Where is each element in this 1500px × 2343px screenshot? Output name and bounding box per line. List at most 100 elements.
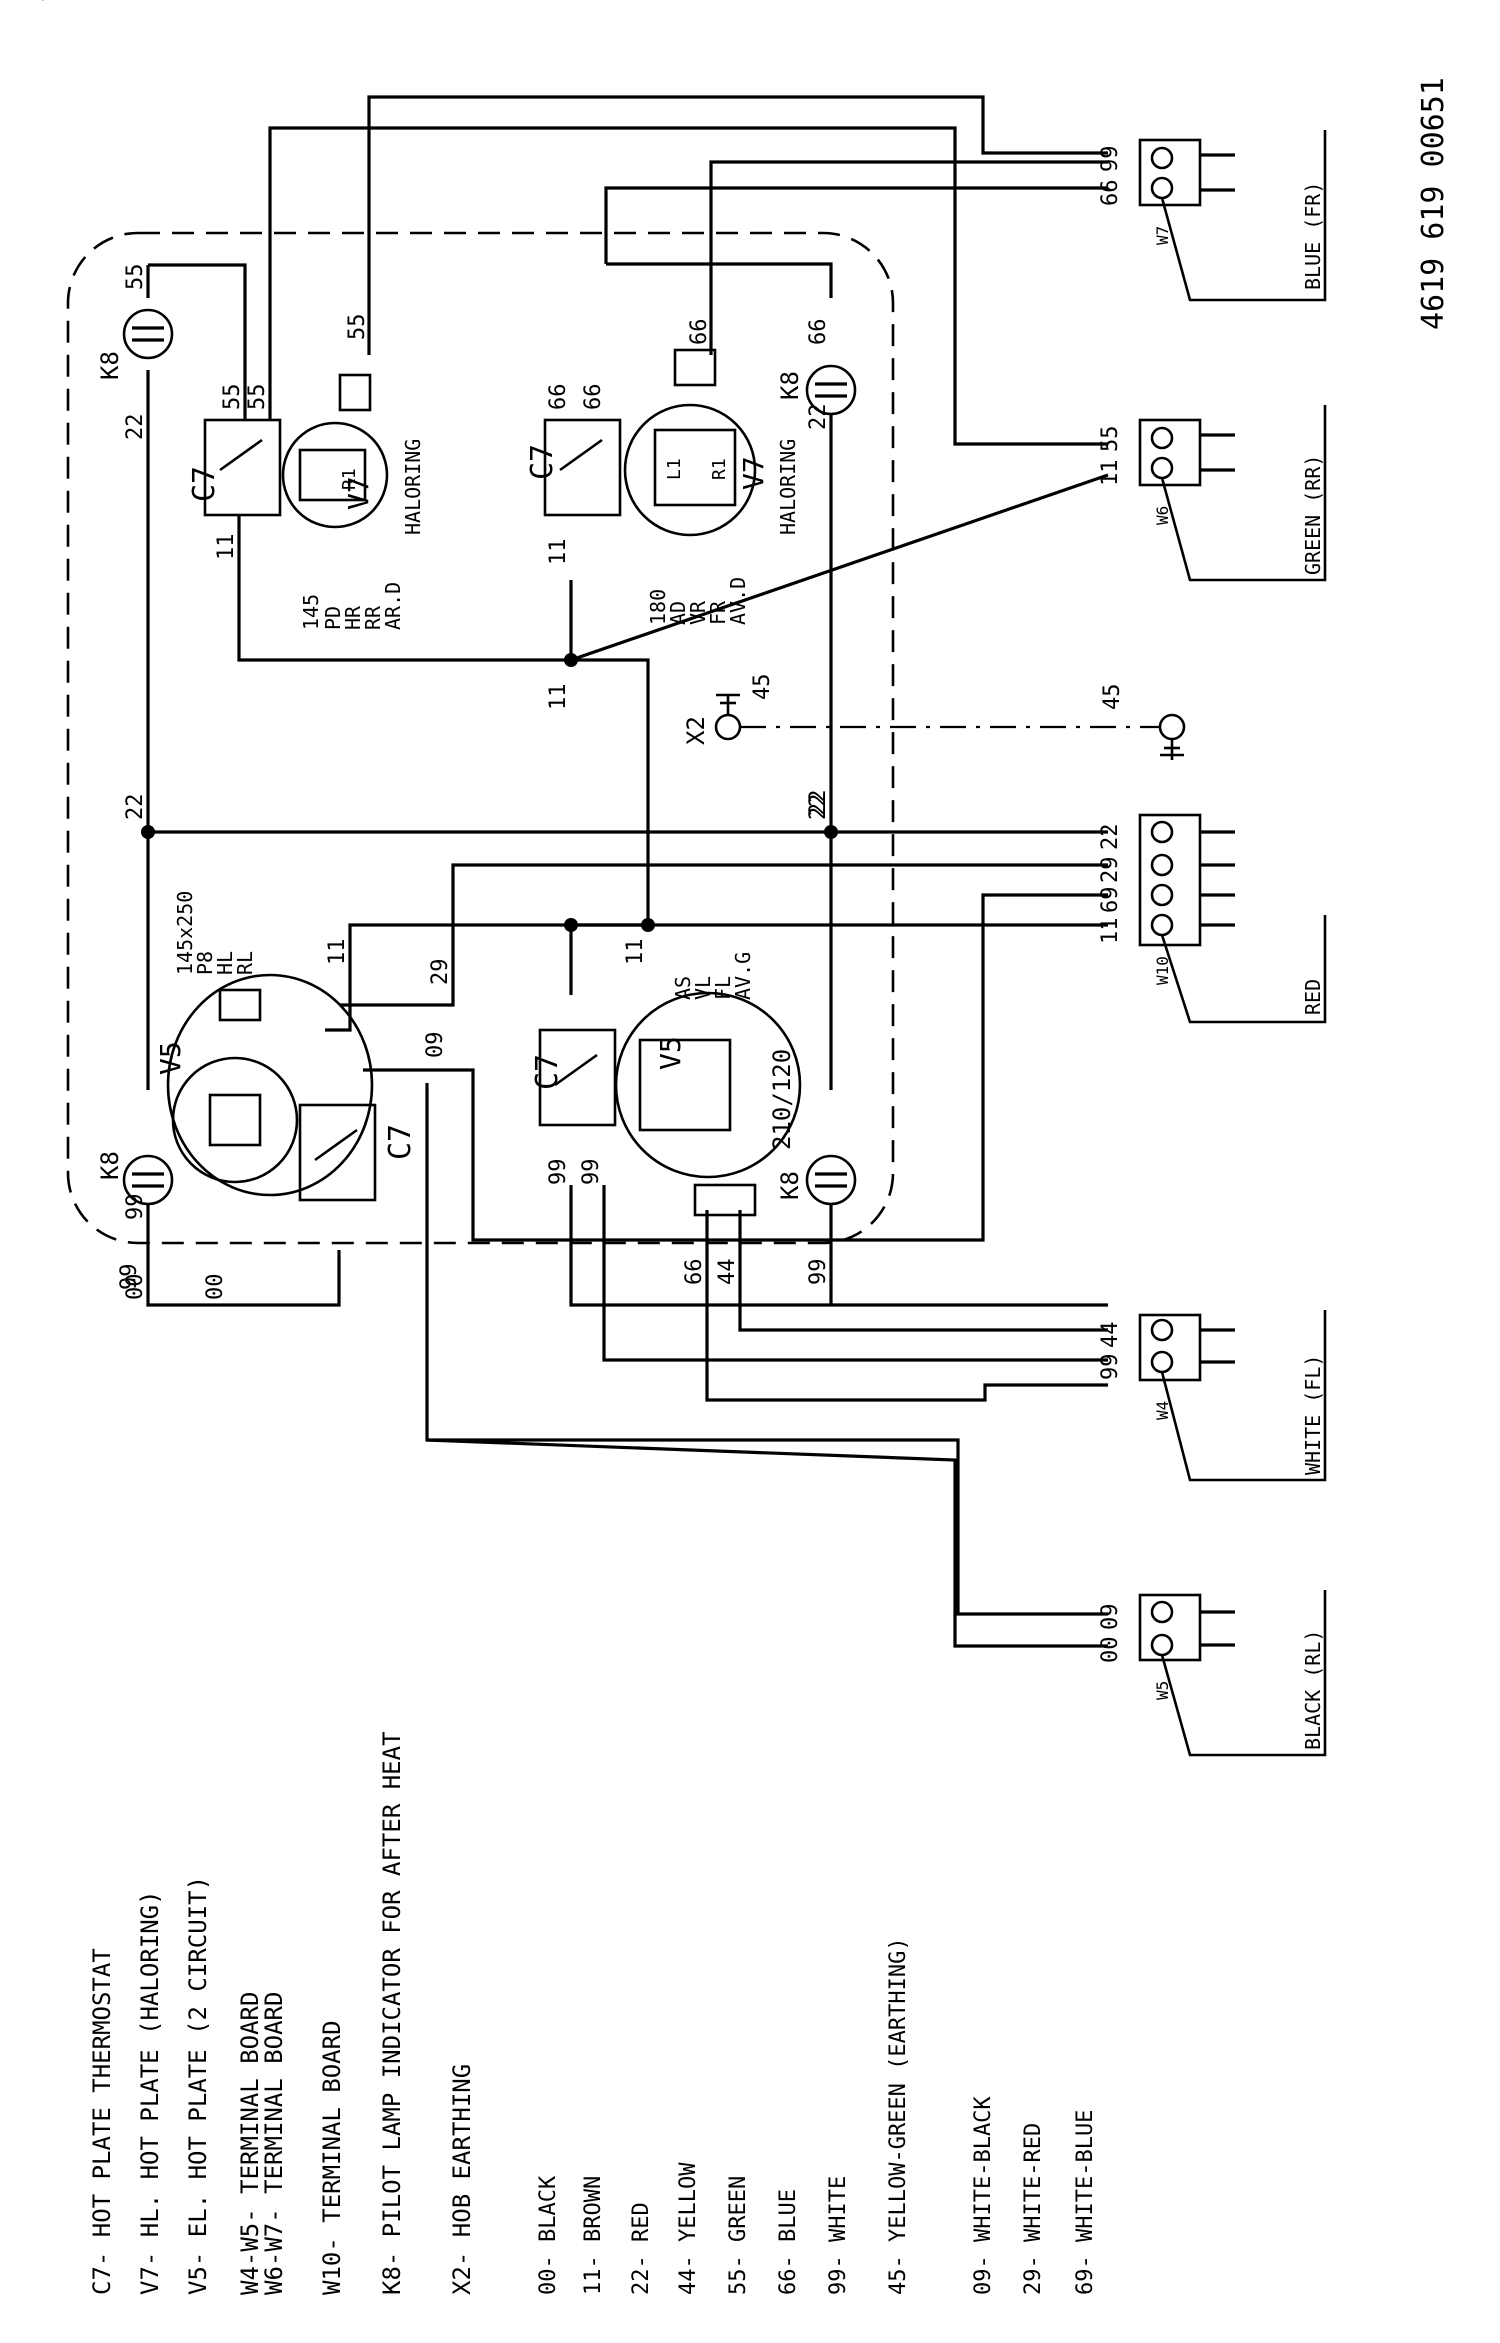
wire-number: 99 xyxy=(123,1194,148,1221)
spec-rl: 145x250 xyxy=(173,891,197,975)
hot-plate-v7-rr xyxy=(281,373,389,529)
wire-number: 11 xyxy=(623,939,648,966)
k8-label: K8 xyxy=(96,351,124,380)
wire-number: 22 xyxy=(806,794,831,821)
wire-number: 55 xyxy=(123,264,148,291)
color-code: 66- BLUE xyxy=(776,2189,801,2295)
color-code: 69- WHITE-BLUE xyxy=(1073,2110,1098,2295)
w4-label: WHITE (FL) xyxy=(1301,1355,1325,1475)
spec-rl: RL xyxy=(233,951,257,975)
wire-number: 66 xyxy=(687,319,712,346)
hob-outline xyxy=(66,231,895,1245)
thermostat-c7-rr xyxy=(203,418,282,517)
w7-pin-label: 99 xyxy=(1098,146,1123,173)
legend-item: C7- HOT PLATE THERMOSTAT xyxy=(88,1948,116,2295)
spec-fl: AV.G xyxy=(731,952,755,1000)
spec-fl: FL xyxy=(711,976,735,1000)
wire-number: 00 xyxy=(203,1274,228,1301)
haloring-label: HALORING xyxy=(401,439,425,535)
wire-number: 66 xyxy=(682,1259,707,1286)
document-number: 4619 619 00651 xyxy=(1416,77,1451,330)
spec-rr: AR.D xyxy=(381,582,405,630)
terminal-board-w10 xyxy=(1138,813,1327,1024)
v7-label: V7 xyxy=(342,476,375,510)
w4-pin-label: 44 xyxy=(1098,1322,1123,1349)
spec-fr: VR xyxy=(686,600,710,625)
terminal-board-w5 xyxy=(1138,1590,1327,1757)
hot-plate-v7-fr xyxy=(623,348,757,537)
thermostat-c7-rl xyxy=(298,1103,377,1202)
wire-number: 99 xyxy=(806,1259,831,1286)
pilot-lamp-k8-top-right xyxy=(805,364,857,416)
v5-label: V5 xyxy=(654,1036,687,1070)
w10-label: RED xyxy=(1301,979,1325,1015)
spec-fl: AS xyxy=(671,976,695,1000)
v5-label: V5 xyxy=(154,1041,187,1075)
v7-label: V7 xyxy=(737,456,770,490)
color-code: 22- RED xyxy=(629,2202,654,2295)
haloring-label: HALORING xyxy=(776,439,800,535)
spec-fr: AV.D xyxy=(726,577,750,625)
w7-label: BLUE (FR) xyxy=(1301,182,1325,290)
w10-pin-label: 11 xyxy=(1098,918,1123,945)
pilot-lamp-k8-bottom-left xyxy=(122,1154,174,1206)
w4-pin-label: 99 xyxy=(1098,1354,1123,1381)
k8-label: K8 xyxy=(776,371,804,400)
wire-number: 44 xyxy=(715,1259,740,1286)
legend-item: W4-W5- TERMINAL BOARD xyxy=(236,1992,264,2295)
thermostat-c7-fl xyxy=(538,1028,617,1127)
r1-label: R1 xyxy=(339,468,360,490)
w6-pin-label: 55 xyxy=(1098,426,1123,453)
wire-number: 55 xyxy=(345,314,370,341)
spec-rr: 145 xyxy=(299,594,323,630)
spec-fl: VL xyxy=(691,976,715,1000)
c7-label: C7 xyxy=(187,466,222,502)
spec-fr: AD xyxy=(666,601,690,625)
wiring xyxy=(146,95,1109,1648)
w10-pin-label: 22 xyxy=(1098,824,1123,851)
w10-pin-label: 69 xyxy=(1098,887,1123,914)
hot-plate-v5-fl xyxy=(614,991,802,1217)
wire-number: 45 xyxy=(750,674,775,701)
x2-label: X2 xyxy=(682,716,710,745)
color-code: 45- YELLOW-GREEN (EARTHING) xyxy=(886,1937,911,2295)
wire-number: 99 xyxy=(579,1159,604,1186)
color-code: 55- GREEN xyxy=(726,2176,751,2295)
w6-pin-label: 11 xyxy=(1098,460,1123,487)
w10-pin-label: 29 xyxy=(1098,857,1123,884)
wire-number: 99 xyxy=(117,1264,142,1291)
wire-number: 66 xyxy=(581,384,606,411)
color-code: 99- WHITE xyxy=(826,2176,851,2295)
w6-label: GREEN (RR) xyxy=(1301,455,1325,575)
color-code: 11- BROWN xyxy=(581,2176,606,2295)
w5-pin-label: 00 xyxy=(1098,1637,1123,1664)
c7-label: C7 xyxy=(383,1124,418,1160)
r1-label: R1 xyxy=(709,458,730,480)
thermostat-c7-fr xyxy=(543,418,622,517)
terminal-board-w6 xyxy=(1138,405,1327,582)
hot-plate-v5-rl xyxy=(166,973,374,1197)
spec-fr: FR xyxy=(706,600,730,625)
wire-number: 55 xyxy=(245,384,270,411)
wire-number: 29 xyxy=(428,959,453,986)
spec-rr: HR xyxy=(341,605,365,630)
w7-id: W7 xyxy=(1153,226,1172,245)
w7-pin-label: 66 xyxy=(1098,180,1123,207)
w5-pin-label: 09 xyxy=(1098,1604,1123,1631)
wire-number: 22 xyxy=(123,414,148,441)
wire-number: 99 xyxy=(546,1159,571,1186)
spec-rl: AR.G xyxy=(0,0,48,5)
wire-number: 00 xyxy=(123,1274,148,1301)
wire-number: 11 xyxy=(214,534,239,561)
wire-number: 09 xyxy=(423,1032,448,1059)
wire-number: 66 xyxy=(546,384,571,411)
spec-rr: RR xyxy=(361,605,385,630)
color-code: 09- WHITE-BLACK xyxy=(971,2096,996,2295)
color-code: 00- BLACK xyxy=(536,2175,561,2295)
w4-id: W4 xyxy=(1153,1401,1172,1420)
w5-label: BLACK (RL) xyxy=(1301,1630,1325,1750)
w5-id: W5 xyxy=(1153,1681,1172,1700)
power-label: 210/120 xyxy=(768,1049,796,1150)
terminal-board-w7 xyxy=(1138,130,1327,302)
